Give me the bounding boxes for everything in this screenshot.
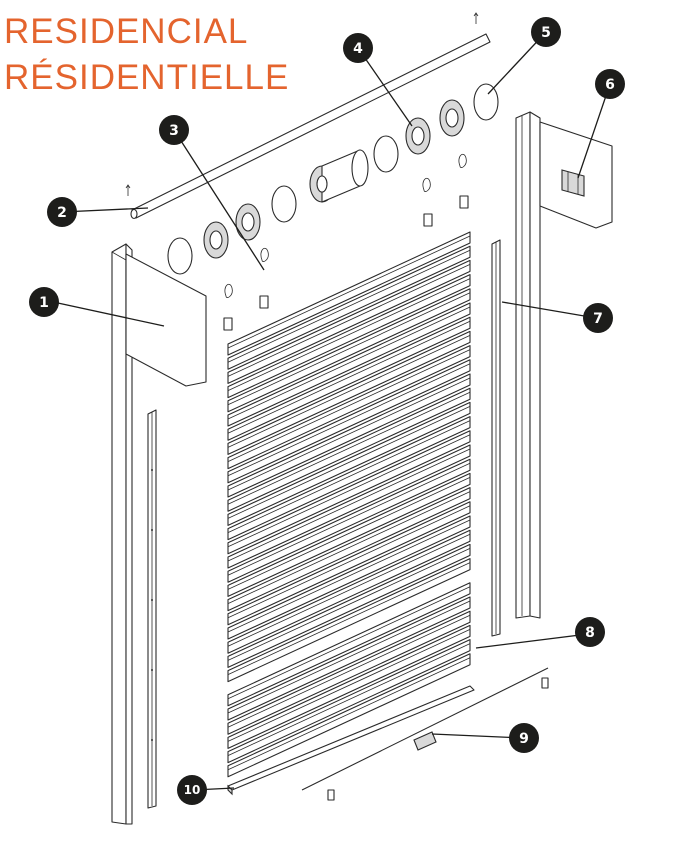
slat	[227, 373, 471, 498]
slat-groove	[227, 657, 471, 771]
slat-groove	[227, 643, 471, 756]
callout-label: 5	[541, 25, 551, 41]
slat-groove	[227, 614, 471, 728]
slat-groove	[227, 548, 471, 661]
callout-label: 2	[57, 205, 67, 221]
slat	[227, 596, 471, 721]
slat-groove	[227, 562, 471, 675]
callout-label: 4	[353, 41, 363, 57]
slat	[227, 259, 471, 384]
slat-groove	[227, 434, 471, 548]
slat	[227, 458, 471, 583]
slat	[227, 416, 471, 541]
slat-groove	[227, 278, 471, 391]
slat	[227, 582, 471, 707]
slat	[227, 430, 471, 555]
slat-groove	[227, 264, 471, 377]
springs-and-clips	[223, 153, 469, 331]
slat	[227, 231, 471, 356]
slat	[227, 501, 471, 626]
left-pulley-set	[167, 185, 297, 275]
callout-label: 10	[184, 783, 201, 797]
slat-groove	[227, 335, 471, 448]
slat-groove	[227, 391, 471, 505]
slat-groove	[227, 249, 471, 363]
slat-groove	[227, 377, 471, 491]
slat-groove	[227, 477, 471, 590]
slat	[227, 288, 471, 413]
slat	[227, 345, 471, 470]
slat	[227, 610, 471, 735]
title-line-2: RÉSIDENTIELLE	[4, 58, 290, 97]
slat	[227, 316, 471, 441]
slat	[227, 302, 471, 427]
slat	[227, 472, 471, 597]
slat-curtain	[227, 231, 471, 778]
callout-label: 8	[585, 625, 595, 641]
callout-4: 4	[343, 33, 373, 63]
callout-7: 7	[583, 303, 613, 333]
callout-label: 3	[169, 123, 179, 139]
slat-groove	[227, 320, 471, 434]
right-inner-guide	[491, 239, 501, 637]
slat-groove	[227, 586, 471, 700]
slat-groove	[227, 292, 471, 406]
motor-unit	[309, 149, 369, 203]
slat-groove	[227, 420, 471, 533]
slat-groove	[227, 533, 471, 647]
callout-3: 3	[159, 115, 189, 145]
slat-groove	[227, 349, 471, 462]
callout-2: 2	[47, 197, 77, 227]
slat	[227, 330, 471, 455]
slat	[227, 359, 471, 484]
slat-groove	[227, 448, 471, 562]
slat-groove	[227, 363, 471, 477]
slat-groove	[227, 505, 471, 619]
callout-9: 9	[509, 723, 539, 753]
callout-label: 7	[593, 311, 603, 327]
slat	[227, 624, 471, 749]
callout-1: 1	[29, 287, 59, 317]
left-inner-guide	[147, 409, 157, 809]
slat-groove	[227, 629, 471, 742]
slat-groove	[227, 235, 471, 349]
slat	[227, 639, 471, 764]
callout-label: 6	[605, 77, 615, 93]
slat-groove	[227, 491, 471, 604]
slat	[227, 487, 471, 612]
slat-groove	[227, 306, 471, 420]
slat-groove	[227, 406, 471, 519]
right-pulley-set	[373, 83, 499, 173]
slat	[227, 543, 471, 668]
callout-10: 10	[177, 775, 207, 805]
slat	[227, 653, 471, 778]
slat	[227, 529, 471, 654]
slat-groove	[227, 519, 471, 633]
slat	[227, 558, 471, 683]
callout-label: 9	[519, 731, 529, 747]
slat-groove	[227, 462, 471, 576]
slat-groove	[227, 600, 471, 714]
lock-bar	[301, 667, 549, 801]
right-guide-rail	[515, 111, 613, 619]
title-line-1: RESIDENCIAL	[4, 12, 249, 51]
slat	[227, 444, 471, 569]
slat	[227, 515, 471, 640]
callout-8: 8	[575, 617, 605, 647]
slat	[227, 401, 471, 526]
slat	[227, 387, 471, 512]
callout-label: 1	[39, 295, 49, 311]
axle-rod	[125, 12, 491, 220]
slat	[227, 274, 471, 399]
callout-6: 6	[595, 69, 625, 99]
left-guide-rail	[111, 243, 207, 825]
callout-5: 5	[531, 17, 561, 47]
slat	[227, 245, 471, 370]
leader-lines	[43, 31, 611, 791]
